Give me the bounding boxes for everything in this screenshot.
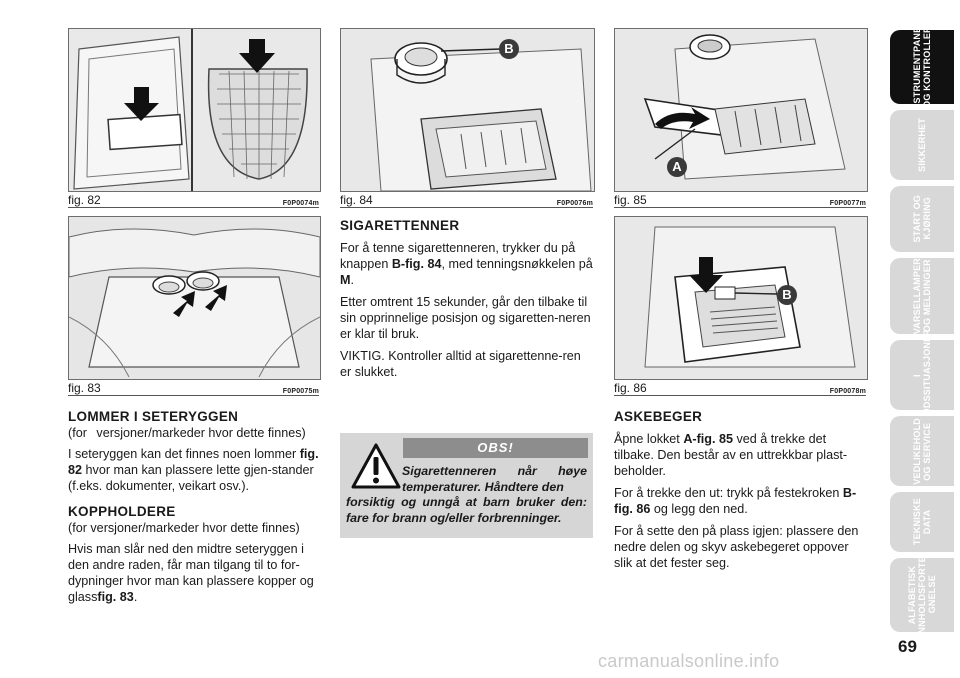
askebeger-paragraph-1: Åpne lokket A-fig. 85 ved å trekke det t… — [614, 431, 868, 479]
tab-label: VEDLIKEHOLD OG SERVICE — [912, 417, 932, 485]
kopp-text-part: Hvis man slår ned den midtre seteryggen … — [68, 542, 314, 604]
text-part: , med tenningsnøkkelen på — [441, 257, 593, 271]
figure-82-code: F0P0074m — [282, 200, 319, 207]
figure-84-number: fig. 84 — [340, 193, 373, 207]
tab-label: TEKNISKE DATA — [912, 498, 932, 546]
kopp-heading: KOPPHOLDERE — [68, 504, 176, 519]
tab-label: VARSELLAMPER OG MELDINGER — [912, 257, 932, 335]
text-part: For å tenne sigarettenneren, trykker du … — [340, 241, 576, 271]
tab-sikkerhet[interactable]: SIKKERHET — [890, 110, 954, 180]
askebeger-paragraph-2: For å trekke den ut: trykk på festekroke… — [614, 485, 868, 517]
tab-tekniske-data[interactable]: TEKNISKE DATA — [890, 492, 954, 552]
figure-86-code: F0P0078m — [829, 388, 866, 395]
askebeger-heading: ASKEBEGER — [614, 409, 703, 424]
callout-b-fig86: B — [777, 285, 797, 305]
warning-text-rest: forsiktig og unngå at barn bruker den: f… — [346, 495, 587, 525]
text-part: Åpne lokket — [614, 432, 684, 446]
figure-85-caption: fig. 85 F0P0077m — [614, 191, 866, 208]
lommer-figure-ref: fig. 82 — [68, 447, 319, 477]
figure-ref: B-fig. 84 — [391, 257, 442, 271]
key-position: M — [340, 273, 351, 287]
left-column: LOMMER I SETERYGGEN (for versjoner/marke… — [68, 409, 321, 611]
kopp-text-part: . — [133, 590, 138, 604]
text-part: For å trekke den ut: trykk på festekroke… — [614, 486, 843, 500]
figure-83-image — [68, 216, 321, 380]
figure-85-code: F0P0077m — [829, 200, 866, 207]
text-part: og legg den ned. — [650, 502, 748, 516]
chapter-sidebar: INSTRUMENTPANEL OG KONTROLLER SIKKERHET … — [884, 0, 960, 678]
figure-82-image — [68, 28, 321, 192]
sigarettenner-paragraph-1: For å tenne sigarettenneren, trykker du … — [340, 240, 593, 288]
lommer-heading: LOMMER I SETERYGGEN — [68, 409, 239, 424]
warning-text-indented: Sigarettenneren når høye temperaturer. H… — [402, 464, 587, 494]
figure-ref: B-fig. 86 — [614, 486, 857, 516]
tab-start-og-kjoring[interactable]: START OG KJØRING — [890, 186, 954, 252]
figure-84-code: F0P0076m — [556, 200, 593, 207]
figure-83-code: F0P0075m — [282, 388, 319, 395]
callout-a-fig85: A — [667, 157, 687, 177]
warning-triangle-icon — [351, 443, 401, 489]
figure-86-caption: fig. 86 F0P0078m — [614, 379, 866, 396]
kopp-paragraph: Hvis man slår ned den midtre seteryggen … — [68, 541, 321, 605]
watermark: carmanualsonline.info — [598, 651, 780, 671]
askebeger-paragraph-3: For å sette den på plass igjen: plassere… — [614, 524, 859, 570]
figure-82-number: fig. 82 — [68, 193, 101, 207]
figure-83-number: fig. 83 — [68, 381, 101, 395]
tab-label: SIKKERHET — [917, 118, 927, 172]
warning-text: Sigarettenneren når høye temperaturer. H… — [346, 464, 587, 526]
kopp-subheading: (for versjoner/markeder hvor dette finne… — [68, 521, 300, 535]
text-part: . — [350, 273, 355, 287]
lommer-text-part: I seteryggen kan det finnes noen lommer — [68, 447, 300, 461]
figure-86-image: B — [614, 216, 868, 380]
tab-nodssituasjoner[interactable]: I NØDSSITUASJONER — [890, 329, 954, 422]
figure-85-image: A — [614, 28, 868, 192]
middle-column: SIGARETTENNER For å tenne sigarettennere… — [340, 218, 593, 386]
sigarettenner-heading: SIGARETTENNER — [340, 218, 460, 233]
figure-82-caption: fig. 82 F0P0074m — [68, 191, 319, 208]
tab-instrumentpanel[interactable]: INSTRUMENTPANEL OG KONTROLLER — [890, 21, 954, 113]
tab-alfabetisk[interactable]: ALFABETISK INNHOLDSFORTE- GNELSE — [890, 553, 954, 637]
warning-header: OBS! — [403, 438, 588, 458]
figure-ref: A-fig. 85 — [683, 432, 733, 446]
tab-vedlikehold[interactable]: VEDLIKEHOLD OG SERVICE — [890, 416, 954, 486]
figure-84-caption: fig. 84 F0P0076m — [340, 191, 593, 208]
sigarettenner-paragraph-2: Etter omtrent 15 sekunder, går den tilba… — [340, 295, 591, 341]
warning-box: OBS! Sigarettenneren når høye temperatur… — [340, 433, 593, 538]
sigarettenner-paragraph-3: VIKTIG. Kontroller alltid at sigarettenn… — [340, 349, 581, 379]
kopp-figure-ref: fig. 83 — [97, 590, 134, 604]
figure-85-number: fig. 85 — [614, 193, 647, 207]
callout-b-fig84: B — [499, 39, 519, 59]
right-column: ASKEBEGER Åpne lokket A-fig. 85 ved å tr… — [614, 409, 868, 577]
tab-label: I NØDSSITUASJONER — [912, 328, 932, 422]
tab-label: ALFABETISK INNHOLDSFORTE- GNELSE — [907, 553, 937, 637]
text-part: ved å trekke det tilbake. Den består av … — [614, 432, 848, 478]
tab-label: INSTRUMENTPANEL OG KONTROLLER — [912, 21, 932, 113]
figure-84-image: B — [340, 28, 595, 192]
lommer-subheading: (for versjoner/markeder hvor dette finne… — [68, 426, 306, 440]
tab-varsellamper[interactable]: VARSELLAMPER OG MELDINGER — [890, 258, 954, 334]
figure-86-number: fig. 86 — [614, 381, 647, 395]
lommer-text-part: hvor man kan plassere lette gjen-stander… — [68, 463, 314, 493]
figure-83-caption: fig. 83 F0P0075m — [68, 379, 319, 396]
page-number: 69 — [898, 637, 917, 656]
lommer-paragraph: I seteryggen kan det finnes noen lommer … — [68, 446, 321, 494]
tab-label: START OG KJØRING — [912, 195, 932, 243]
